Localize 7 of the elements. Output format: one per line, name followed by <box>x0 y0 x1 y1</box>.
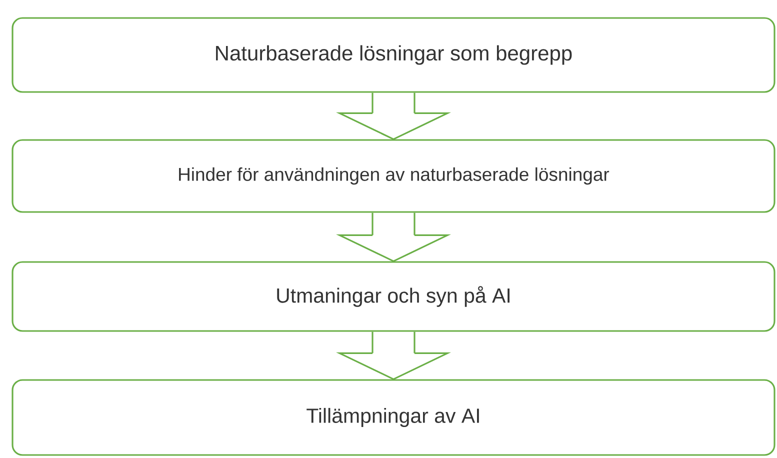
step-box: Utmaningar och syn på AI <box>12 261 776 332</box>
block-arrow <box>336 332 451 380</box>
step-box: Naturbaserade lösningar som begrepp <box>12 17 776 93</box>
block-arrow <box>336 212 451 262</box>
step-box: Tillämpningar av AI <box>12 379 776 456</box>
block-arrow <box>336 92 451 140</box>
step-box: Hinder för användningen av naturbaserade lösningar <box>12 139 776 213</box>
